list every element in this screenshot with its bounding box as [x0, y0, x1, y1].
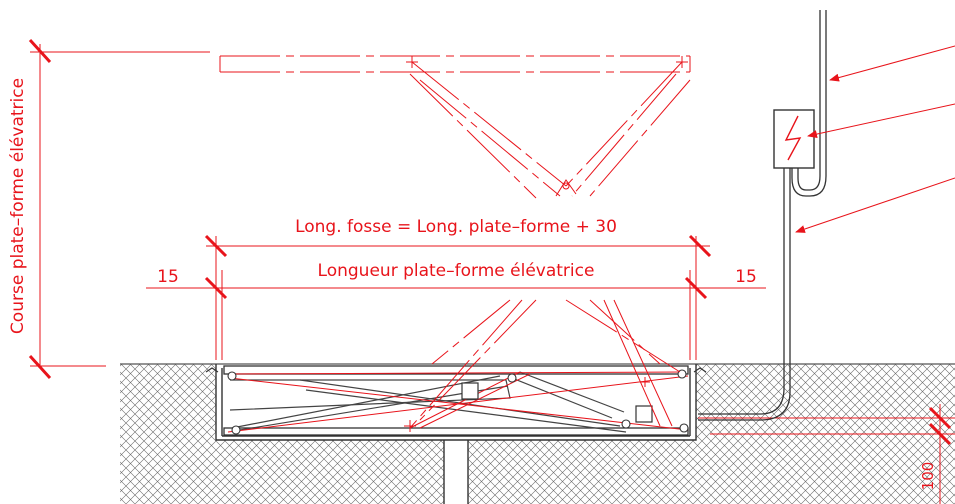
lift-raised-outline: [219, 55, 691, 432]
course-label: Course plate–forme élévatrice: [8, 78, 28, 334]
leader-arrows: [795, 45, 955, 233]
pit-walls: [215, 364, 697, 504]
electrical-box: [773, 109, 815, 169]
longueur-plateforme-label: Longueur plate–forme élévatrice: [318, 261, 595, 281]
lift-lowered: [205, 365, 707, 436]
dimension-lines: [28, 38, 955, 504]
electrical-supply: [698, 10, 827, 421]
height-100-label: 100: [919, 462, 937, 491]
long-fosse-label: Long. fosse = Long. plate–forme + 30: [295, 217, 617, 237]
lightning-bolt-icon: [784, 115, 802, 161]
right-margin-label: 15: [735, 267, 757, 287]
left-margin-label: 15: [157, 267, 179, 287]
